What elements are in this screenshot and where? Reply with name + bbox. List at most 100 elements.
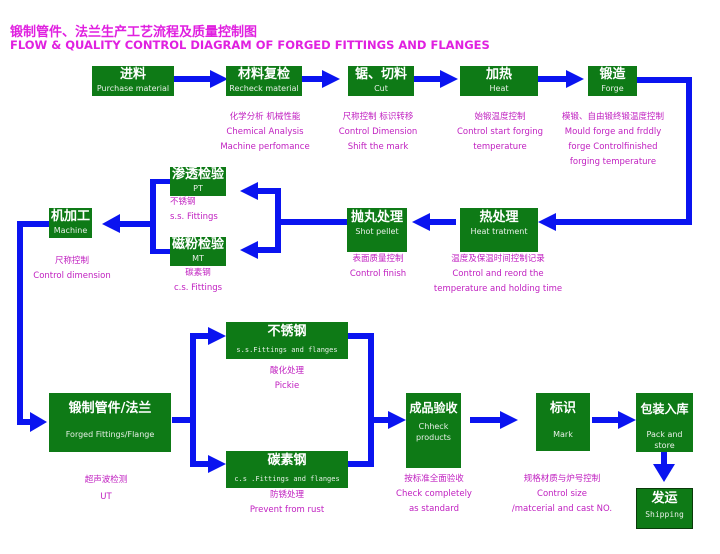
note-line: temperature and holding time — [433, 284, 563, 294]
step-heat-treatment: 热处理 Heat tratment — [460, 208, 538, 252]
title-chinese: 锻制管件、法兰生产工艺流程及质量控制图 — [10, 25, 258, 40]
step-en: PT — [193, 184, 203, 193]
step-cn: 发运 — [651, 491, 678, 506]
step-en: c.s .Fittings and flanges — [234, 475, 340, 483]
step-en: products — [416, 433, 451, 442]
step-cn: 锻制管件/法兰 — [68, 401, 152, 416]
step-en: Pack and store — [646, 430, 683, 450]
note-line: UT — [100, 492, 112, 502]
note-line: Prevent from rust — [249, 505, 325, 515]
step-en: Purchase material — [96, 84, 170, 93]
step-shipping: 发运 Shipping — [636, 488, 693, 529]
step-cn: 成品验收 — [409, 401, 458, 415]
step-forged-fittings: 锻制管件/法兰 Forged Fittings/Flange — [49, 393, 171, 452]
arrow-shot-pellet-to-pt-mt — [240, 182, 347, 259]
note-cut: 尺称控制 标识转移 Control Dimension Shift the ma… — [328, 110, 428, 155]
note-pt: 不锈钢 s.s. Fittings — [170, 195, 218, 225]
arrow-ss-cs-to-check — [348, 333, 406, 467]
step-en: Recheck material — [229, 84, 299, 93]
arrow-forged-to-ss-cs — [172, 327, 226, 473]
note-line: temperature — [473, 142, 527, 152]
note-line: 防锈处理 — [269, 490, 304, 500]
note-line: 温度及保温时间控制记录 — [451, 254, 545, 264]
arrow-check-to-mark — [470, 411, 518, 429]
step-ss-fittings: 不锈钢 s.s.Fittings and flanges — [226, 322, 348, 359]
note-forge: 模锻、自由锻终锻温度控制 Mould forge and frddly forg… — [558, 110, 668, 170]
note-line: Pickie — [274, 381, 300, 391]
note-forged: 超声波检测 UT — [76, 472, 136, 506]
note-line: Control dimension — [33, 271, 111, 281]
step-cn: 进料 — [119, 67, 146, 82]
step-en: Shot pellet — [355, 227, 399, 236]
step-cn: 标识 — [549, 401, 576, 416]
step-cn: 机加工 — [50, 209, 90, 224]
note-line: 尺称控制 标识转移 — [342, 112, 414, 122]
step-shot-pellet: 抛丸处理 Shot pellet — [347, 208, 407, 252]
step-cn: 锻造 — [599, 67, 626, 82]
step-machine: 机加工 Machine — [49, 208, 92, 238]
arrow-heat-to-forge — [538, 70, 584, 88]
title-english: FLOW & QUALITY CONTROL DIAGRAM OF FORGED… — [10, 38, 490, 52]
step-en: Cut — [374, 84, 388, 93]
step-mark: 标识 Mark — [536, 393, 590, 451]
note-line: c.s. Fittings — [173, 283, 223, 293]
arrow-pack-to-shipping — [653, 452, 675, 482]
arrow-cut-to-heat — [414, 70, 458, 88]
step-purchase-material: 进料 Purchase material — [92, 66, 174, 96]
step-en: Machine — [53, 226, 88, 235]
step-forge: 锻造 Forge — [588, 66, 637, 96]
step-en: MT — [192, 254, 204, 263]
note-mt: 碳素钢 c.s. Fittings — [158, 266, 238, 296]
arrow-pt-mt-to-machine — [102, 179, 170, 254]
note-machine: 尺称控制 Control dimension — [24, 254, 120, 284]
note-line: Control size — [537, 489, 587, 499]
step-cn: 不锈钢 — [267, 324, 307, 339]
step-pack-store: 包装入库 Pack and store — [636, 393, 693, 452]
arrow-forge-to-heat-treatment — [538, 77, 692, 231]
note-line: 表面质量控制 — [352, 254, 404, 264]
step-heat: 加热 Heat — [460, 66, 538, 96]
arrow-heat-treatment-to-shot-pellet — [412, 213, 456, 231]
note-line: Control Dimension — [338, 127, 418, 137]
note-line: 碳素钢 — [185, 268, 211, 278]
note-mark: 规格材质与炉号控制 Control size /matcerial and ca… — [506, 472, 618, 517]
note-check: 按标准全面验收 Check completely as standard — [386, 472, 482, 517]
note-line: as standard — [408, 504, 460, 514]
step-cn: 包装入库 — [640, 402, 689, 416]
note-line: Control finish — [349, 269, 407, 279]
step-cn: 渗透检验 — [171, 167, 224, 182]
note-shot-pellet: 表面质量控制 Control finish — [336, 252, 420, 282]
note-line: Control start forging — [456, 127, 543, 137]
arrow-machine-to-forged — [17, 221, 49, 432]
note-line: 尺称控制 — [54, 256, 89, 266]
note-line: 始锻温度控制 — [474, 112, 526, 122]
note-line: Control and reord the — [452, 269, 544, 279]
arrow-purchase-to-recheck — [174, 70, 228, 88]
note-line: 按标准全面验收 — [404, 474, 464, 484]
step-cn: 材料复检 — [237, 67, 290, 82]
note-line: Shift the mark — [347, 142, 409, 152]
step-cn: 加热 — [485, 67, 512, 82]
step-en: Mark — [553, 430, 573, 439]
note-line: 酸化处理 — [269, 366, 304, 376]
arrow-recheck-to-cut — [302, 70, 340, 88]
note-line: 化学分析 机械性能 — [229, 112, 301, 122]
note-line: /matcerial and cast NO. — [511, 504, 613, 514]
step-check-products: 成品验收 Chheck products — [406, 393, 461, 468]
note-line: 模锻、自由锻终锻温度控制 — [561, 112, 664, 122]
arrow-mark-to-pack — [592, 411, 636, 429]
step-cut: 锯、切料 Cut — [348, 66, 414, 96]
step-cn: 磁粉检验 — [171, 237, 224, 252]
note-line: Chemical Analysis — [226, 127, 304, 137]
step-recheck-material: 材料复检 Recheck material — [226, 66, 302, 96]
step-en: s.s.Fittings and flanges — [236, 346, 338, 354]
step-en: Forged Fittings/Flange — [65, 430, 155, 439]
step-en: Chheck — [418, 422, 449, 431]
note-line: Mould forge and frddly — [564, 127, 662, 137]
note-ss: 酸化处理 Pickie — [252, 364, 322, 394]
note-heat-treatment: 温度及保温时间控制记录 Control and reord the temper… — [428, 252, 568, 297]
step-en: Forge — [601, 84, 624, 93]
step-cs-fittings: 碳素钢 c.s .Fittings and flanges — [226, 451, 348, 488]
note-line: Check completely — [396, 489, 472, 499]
